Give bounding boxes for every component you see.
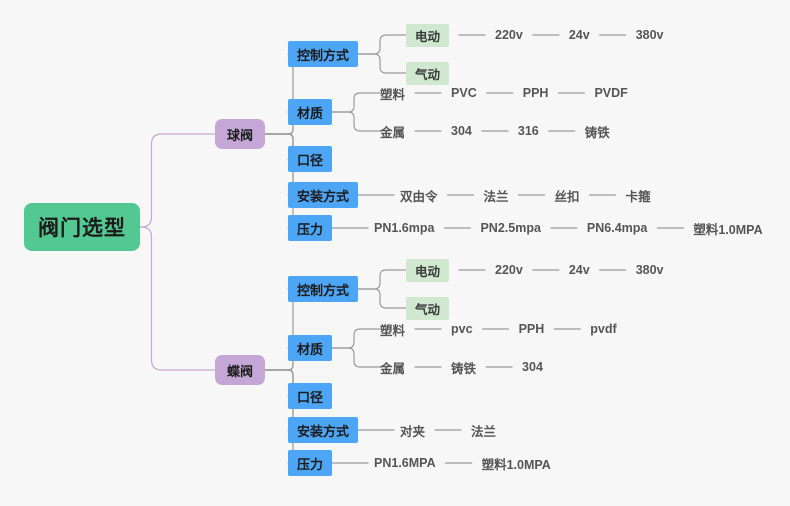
group-node-1-1-1[interactable]: 金属: [380, 361, 406, 376]
group-node-0-1-0[interactable]: 塑料: [380, 87, 406, 102]
leaf-node-0-3-0-0[interactable]: 法兰: [483, 189, 509, 204]
leaf-node-1-1-0-0[interactable]: pvc: [451, 322, 473, 336]
leaf-node-1-0-0-0[interactable]: 220v: [495, 263, 523, 277]
leaf-node-1-4-0-0[interactable]: 塑料1.0MPA: [481, 457, 551, 472]
group-node-0-3-0[interactable]: 双由令: [400, 189, 438, 204]
branch-node-1[interactable]: 蝶阀: [215, 355, 266, 385]
leaf-node-1-3-0-0[interactable]: 法兰: [471, 424, 497, 439]
leaf-node-1-1-1-1[interactable]: 304: [522, 360, 543, 374]
leaf-node-1-0-0-1[interactable]: 24v: [568, 263, 590, 277]
group-node-1-0-1[interactable]: 气动: [406, 296, 450, 320]
leaf-node-0-0-0-1[interactable]: 24v: [568, 28, 590, 42]
leaf-node-0-1-1-2[interactable]: 铸铁: [584, 125, 610, 140]
group-node-0-0-0[interactable]: 电动: [406, 23, 450, 47]
group-node-1-1-0[interactable]: 塑料: [380, 323, 406, 338]
group-node-0-0-1[interactable]: 气动: [406, 61, 450, 85]
category-node-1-3[interactable]: 安装方式: [288, 417, 359, 443]
branch-node-0[interactable]: 球阀: [215, 119, 266, 149]
leaf-node-1-1-1-0[interactable]: 铸铁: [451, 361, 477, 376]
leaf-node-0-4-0-1[interactable]: PN6.4mpa: [586, 221, 648, 235]
leaf-node-0-3-0-1[interactable]: 丝扣: [554, 189, 580, 204]
leaf-node-1-1-0-2[interactable]: pvdf: [590, 322, 617, 336]
leaf-node-0-0-0-2[interactable]: 380v: [635, 28, 664, 42]
category-node-1-0[interactable]: 控制方式: [288, 276, 359, 302]
leaf-node-0-0-0-0[interactable]: 220v: [495, 28, 523, 42]
leaf-node-0-3-0-2[interactable]: 卡箍: [625, 189, 651, 204]
category-node-1-4[interactable]: 压力: [288, 450, 333, 476]
group-node-0-1-1[interactable]: 金属: [380, 125, 406, 140]
root-node[interactable]: 阀门选型: [24, 203, 140, 251]
group-node-1-3-0[interactable]: 对夹: [400, 424, 426, 439]
category-node-0-1[interactable]: 材质: [288, 99, 333, 125]
leaf-node-0-1-1-1[interactable]: 316: [517, 124, 539, 138]
leaf-node-0-4-0-0[interactable]: PN2.5mpa: [480, 221, 541, 235]
leaf-node-0-1-1-0[interactable]: 304: [451, 124, 472, 138]
category-node-0-2[interactable]: 口径: [288, 146, 333, 172]
leaf-node-0-4-0-2[interactable]: 塑料1.0MPA: [693, 222, 763, 237]
leaf-node-0-1-0-1[interactable]: PPH: [522, 86, 549, 100]
category-node-0-0[interactable]: 控制方式: [288, 41, 359, 67]
category-node-0-3[interactable]: 安装方式: [288, 182, 359, 208]
leaf-node-0-1-0-0[interactable]: PVC: [451, 86, 477, 100]
category-node-1-2[interactable]: 口径: [288, 383, 333, 409]
leaf-node-1-1-0-1[interactable]: PPH: [518, 322, 545, 336]
group-node-0-4-0[interactable]: PN1.6mpa: [374, 221, 435, 235]
category-node-0-4[interactable]: 压力: [288, 215, 333, 241]
group-node-1-0-0[interactable]: 电动: [406, 258, 450, 282]
leaf-node-1-0-0-2[interactable]: 380v: [635, 263, 664, 277]
leaf-node-0-1-0-2[interactable]: PVDF: [594, 86, 628, 100]
category-node-1-1[interactable]: 材质: [288, 335, 333, 361]
group-node-1-4-0[interactable]: PN1.6MPA: [374, 456, 436, 470]
